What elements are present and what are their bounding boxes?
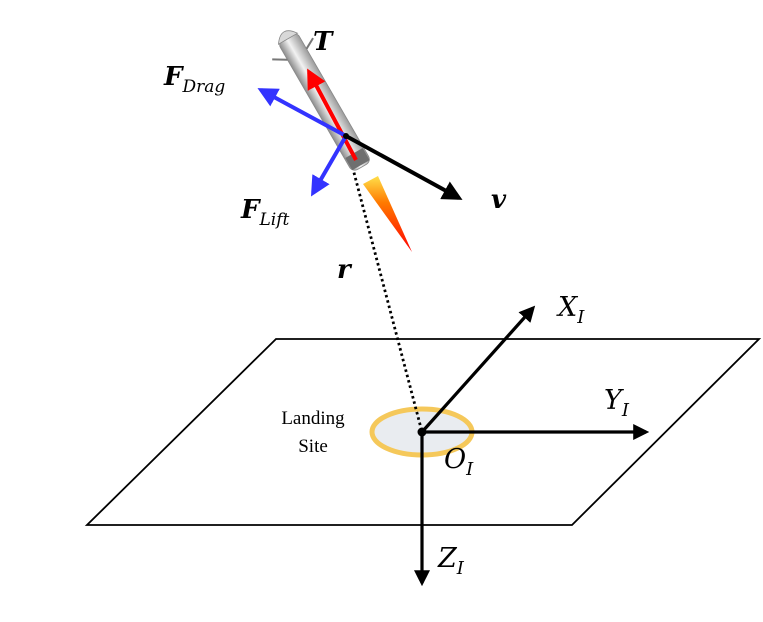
origin-label: OI xyxy=(444,444,474,480)
rocket-nose xyxy=(278,30,299,45)
drag-label: FDrag xyxy=(163,62,225,97)
x-axis-arrow xyxy=(420,305,536,434)
z-axis-label: ZI xyxy=(437,543,465,579)
landing-site-label-line1: Landing xyxy=(281,408,345,429)
origin-point xyxy=(417,427,427,437)
drag-force-arrow xyxy=(257,88,347,138)
lift-label: FLift xyxy=(240,195,289,230)
position-label: r xyxy=(337,255,353,285)
y-axis-label: YI xyxy=(604,385,630,421)
x-axis-label: XI xyxy=(556,292,585,328)
lift-force-arrow xyxy=(310,134,348,197)
rocket-grid-fin-2 xyxy=(305,37,314,50)
velocity-arrow xyxy=(345,134,463,200)
thrust-arrow xyxy=(307,68,358,161)
exhaust-flame xyxy=(363,176,412,252)
thrust-label: T xyxy=(313,27,334,57)
rocket-center-of-mass xyxy=(343,133,349,139)
landing-site-label-line2: Site xyxy=(298,436,328,457)
rocket-grid-fin xyxy=(272,58,288,61)
velocity-label: v xyxy=(491,185,507,215)
